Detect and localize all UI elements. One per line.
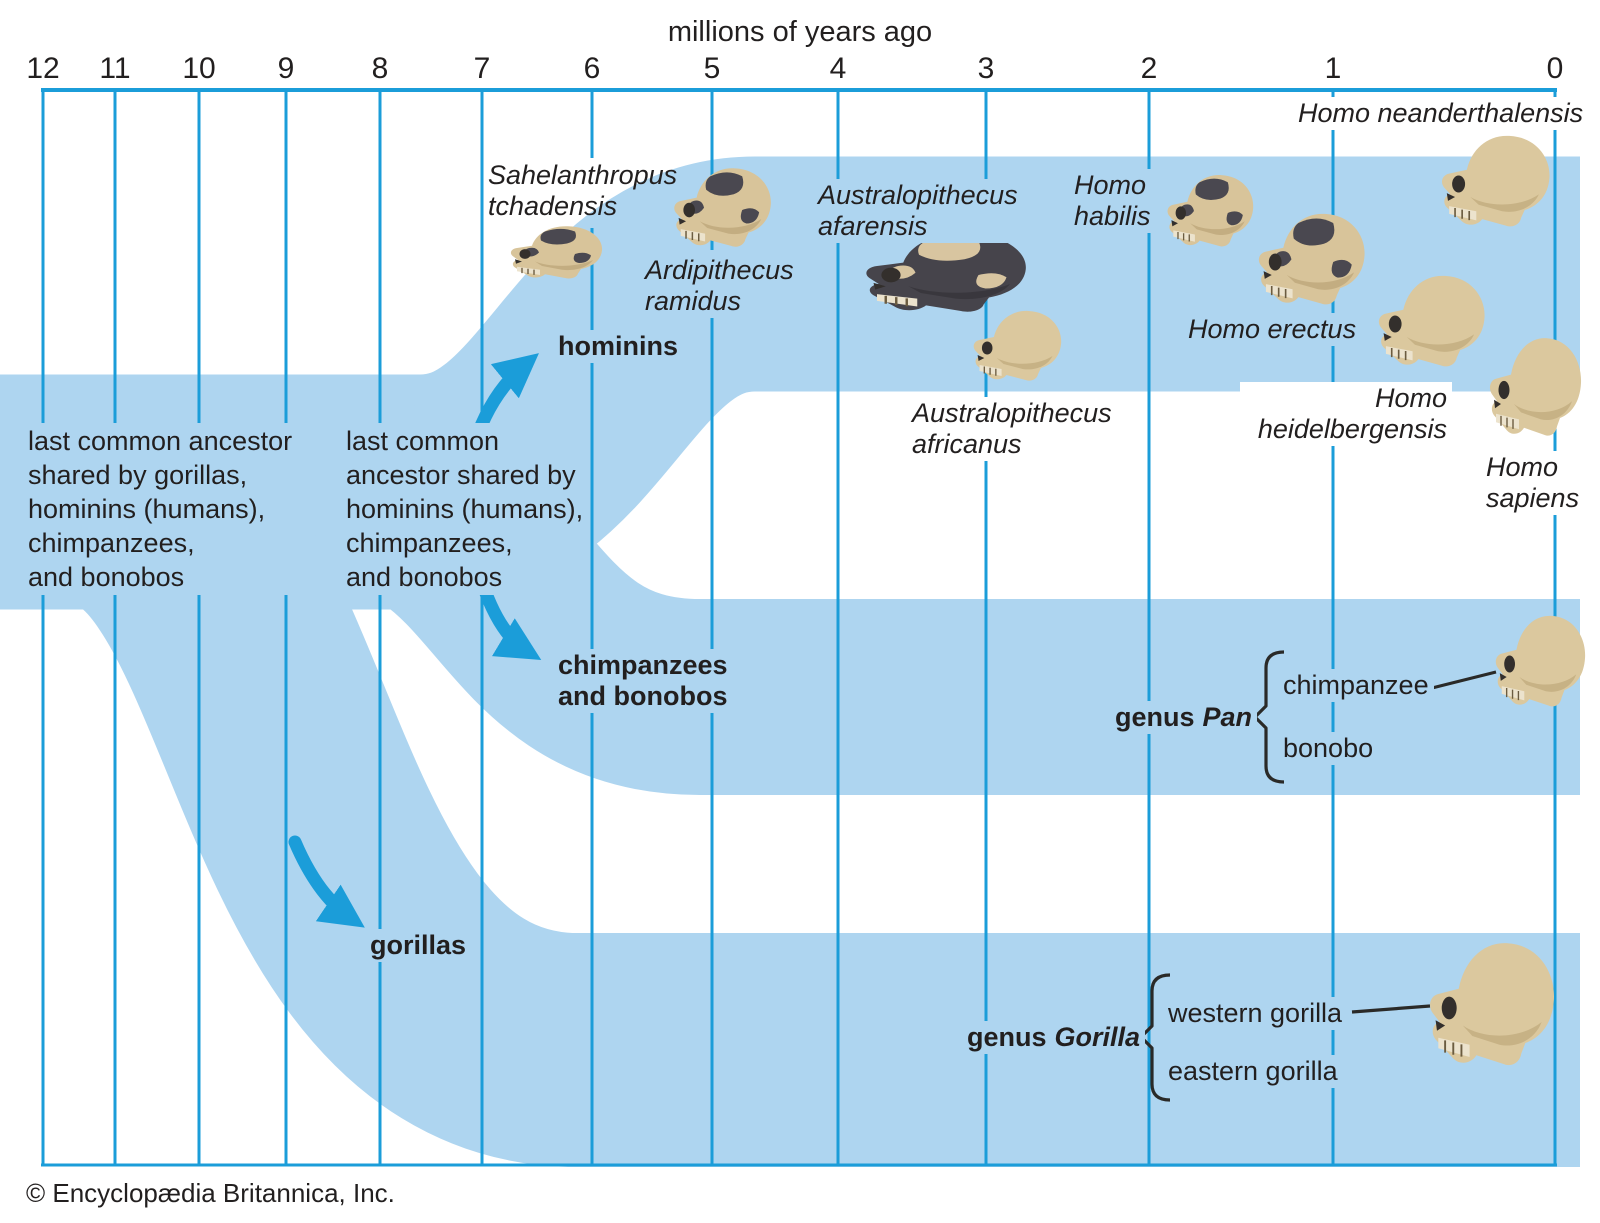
gorilla-skull (1428, 941, 1556, 1067)
species-label-homo-sapiens: Homo sapiens (1481, 451, 1585, 515)
species-label-ardipithecus-ramidus: Ardipithecus ramidus (645, 255, 794, 316)
axis-tick-label: 7 (473, 52, 491, 85)
species-label-australopithecus-africanus: Australopithecus africanus (907, 397, 1117, 461)
axis-tick-label: 3 (977, 52, 995, 85)
copyright-credit: © Encyclopædia Britannica, Inc. (26, 1178, 395, 1208)
branch-label-chimpanzees-and-bonobos: chimpanzees and bonobos (553, 649, 733, 713)
species-label-homo-heidelbergensis: Homo heidelbergensis (1240, 382, 1452, 446)
species-label-australopithecus-afarensis: Australopithecus afarensis (813, 179, 1023, 243)
axis-tick-label: 9 (277, 52, 295, 85)
axis-tick-label: 11 (99, 52, 131, 85)
chimpanzee-pointer-line (1431, 670, 1497, 690)
australopithecus-africanus-skull (972, 310, 1062, 382)
axis-tick-label: 4 (829, 52, 847, 85)
arrow-to-gorillas (288, 835, 365, 928)
australopithecus-afarensis-skull (865, 232, 1028, 313)
member-label-western-gorilla: western gorilla (1163, 997, 1348, 1030)
note-last-common-ancestor-all: last common ancestor shared by gorillas,… (23, 423, 298, 595)
species-label-homo-erectus: Homo erectus (1183, 313, 1362, 346)
western-gorilla-pointer-line (1351, 1004, 1431, 1014)
member-label-eastern-gorilla: eastern gorilla (1163, 1055, 1343, 1088)
branch-label-gorillas: gorillas (365, 929, 472, 962)
homo-neanderthalensis-skull (1441, 134, 1551, 228)
species-label-homo-neanderthalensis: Homo neanderthalensis (1293, 97, 1589, 130)
homo-erectus-skull (1257, 212, 1366, 306)
note-last-common-ancestor-hominins-chimps: last common ancestor shared by hominins … (341, 423, 589, 595)
axis-tick-label: 5 (703, 52, 721, 85)
homo-habilis-skull (1166, 174, 1254, 248)
axis-tick-label: 0 (1546, 52, 1564, 85)
axis-tick-label: 1 (1324, 52, 1342, 85)
axis-tick-label: 6 (583, 52, 601, 85)
member-label-bonobo: bonobo (1278, 732, 1379, 765)
branch-label-hominins: hominins (553, 330, 683, 363)
ardipithecus-ramidus-skull (673, 167, 772, 248)
chimpanzee-skull (1494, 614, 1587, 708)
axis-tick-label: 12 (26, 52, 60, 85)
axis-title: millions of years ago (667, 16, 933, 48)
homo-heidelbergensis-skull (1377, 274, 1486, 368)
axis-tick-label: 2 (1140, 52, 1158, 85)
species-label-sahelanthropus-tchadensis: Sahelanthropus tchadensis (488, 160, 678, 221)
axis-tick-label: 10 (182, 52, 216, 85)
species-label-homo-habilis: Homo habilis (1069, 169, 1156, 233)
member-label-chimpanzee: chimpanzee (1278, 669, 1434, 702)
sahelanthropus-tchadensis-skull (510, 225, 603, 280)
axis-tick-label: 8 (371, 52, 389, 85)
homo-sapiens-skull (1488, 337, 1583, 437)
